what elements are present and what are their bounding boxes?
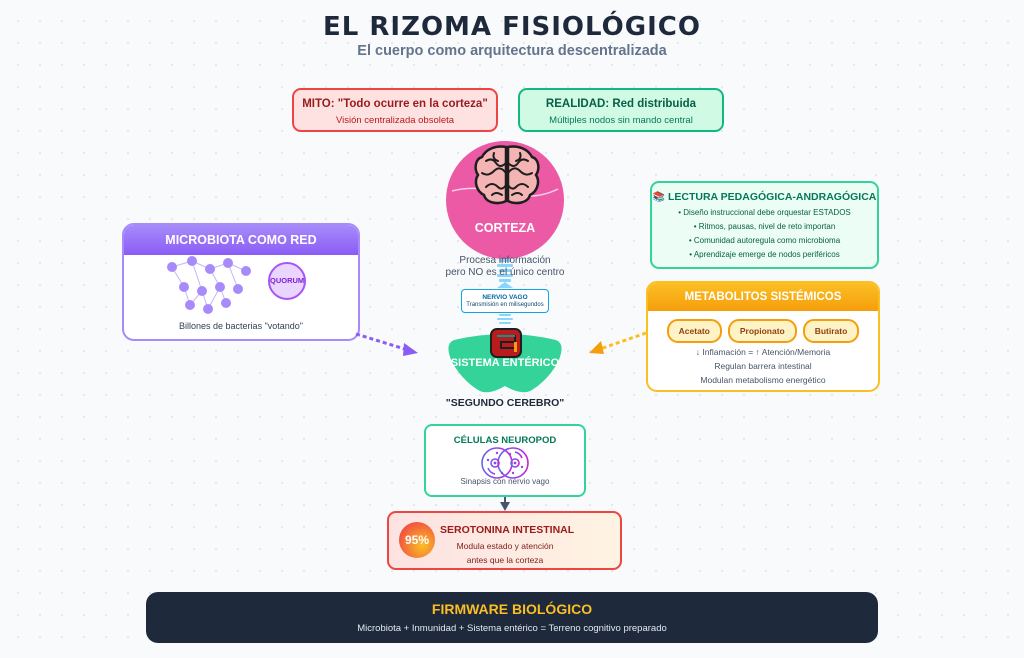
metabolitos-line: ↓ Inflamación = ↑ Atención/Memoria [695,347,831,357]
sistema-enterico-label: SISTEMA ENTÉRICO [450,357,560,369]
metabolitos-pills: Acetato Propionato Butirato [648,319,878,343]
corteza-description: Procesa información pero NO es el único … [430,255,580,279]
lectura-item: • Ritmos, pausas, nivel de reto importan [693,222,836,231]
realidad-subtitle: Múltiples nodos sin mando central [549,115,693,126]
metabolitos-line: Regulan barrera intestinal [714,361,812,371]
mito-subtitle: Visión centralizada obsoleta [335,115,455,126]
lectura-card: 📚 LECTURA PEDAGÓGICA-ANDRAGÓGICA • Diseñ… [650,181,879,269]
neuropod-title: CÉLULAS NEUROPOD [453,435,557,446]
lectura-item: • Comunidad autoregula como microbioma [688,236,841,245]
firmware-title: FIRMWARE BIOLÓGICO [431,601,593,617]
metabolitos-line: Modulan metabolismo energético [700,375,826,385]
corteza-description-line1: Procesa información [459,255,551,266]
microbiota-title: MICROBIOTA COMO RED [124,225,358,255]
nervio-vago-title: NERVIO VAGO [482,294,528,301]
brain-icon [474,145,540,205]
realidad-title: REALIDAD: Red distribuida [545,98,697,110]
metabolitos-title: METABOLITOS SISTÉMICOS [648,283,878,311]
bacteria-network-icon [167,256,251,314]
lectura-title: 📚 LECTURA PEDAGÓGICA-ANDRAGÓGICA [652,191,877,203]
quorum-badge: QUORUM [268,262,306,300]
serotonina-title: SEROTONINA INTESTINAL [440,524,575,536]
lectura-item: • Aprendizaje emerge de nodos periférico… [689,250,840,259]
segundo-cerebro-caption: "SEGUNDO CEREBRO" [445,397,565,409]
page-title: EL RIZOMA FISIOLÓGICO [323,12,701,42]
neuropod-card: CÉLULAS NEUROPOD Sinapsis con nervio vag… [424,424,586,497]
pill-propionato: Propionato [727,319,797,343]
serotonina-description: Modula estado y atención antes que la co… [440,539,570,567]
corteza-description-line2: pero NO es el único centro [445,267,565,278]
neuropod-to-serotonina-arrow [500,497,510,511]
serotonina-percent-badge: 95% [399,522,435,558]
pill-acetato: Acetato [666,319,722,343]
lectura-title-text: LECTURA PEDAGÓGICA-ANDRAGÓGICA [667,191,877,203]
realidad-card: REALIDAD: Red distribuida Múltiples nodo… [518,88,724,132]
mito-card: MITO: "Todo ocurre en la corteza" Visión… [292,88,498,132]
microbiota-caption: Billones de bacterias "votando" [179,321,303,331]
serotonina-line2: antes que la corteza [466,555,544,565]
enteric-node [448,334,562,393]
cell-synapse-icon [481,447,529,479]
lectura-item: • Diseño instruccional debe orquestar ES… [678,208,851,217]
books-icon: 📚 [652,192,666,203]
nervio-vago-card: NERVIO VAGO Transmisión en milisegundos [461,289,549,313]
firmware-subtitle: Microbiota + Inmunidad + Sistema entéric… [357,623,667,634]
intestine-icon [490,328,522,358]
page-subtitle: El cuerpo como arquitectura descentraliz… [357,43,667,59]
nervio-vago-subtitle: Transmisión en milisegundos [466,302,544,308]
pill-butirato: Butirato [802,319,860,343]
firmware-banner: FIRMWARE BIOLÓGICO Microbiota + Inmunida… [146,592,878,643]
serotonina-line1: Modula estado y atención [456,541,554,551]
corteza-label: CORTEZA [474,221,536,235]
microbiota-card: MICROBIOTA COMO RED Billones de bacteria… [122,223,360,341]
neuropod-subtitle: Sinapsis con nervio vago [460,477,550,486]
metabolitos-card: METABOLITOS SISTÉMICOS Acetato Propionat… [646,281,880,392]
mito-title: MITO: "Todo ocurre en la corteza" [302,98,488,110]
